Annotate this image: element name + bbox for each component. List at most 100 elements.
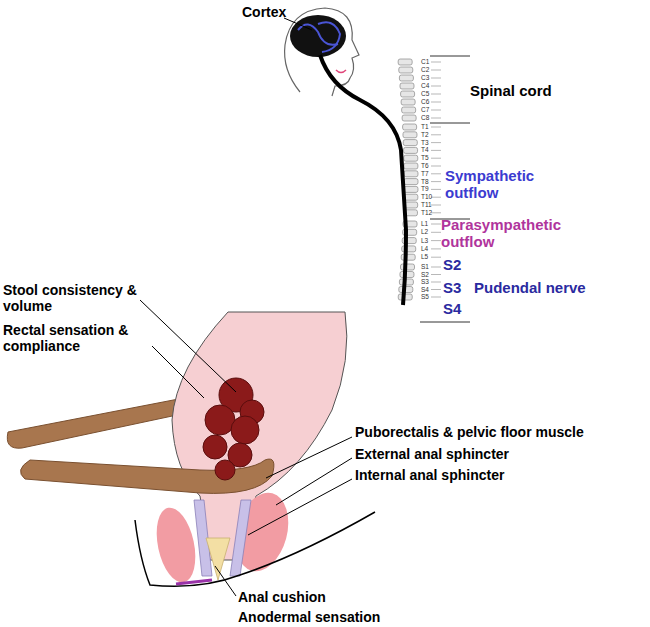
- vertebra-label: C4: [421, 82, 429, 89]
- level-tick: [431, 224, 441, 225]
- vertebra: [398, 59, 412, 65]
- vertebra-label: C6: [421, 98, 429, 105]
- level-tick: [431, 282, 441, 283]
- leader-line: [140, 300, 236, 392]
- leader-line: [266, 437, 352, 478]
- level-tick: [431, 94, 441, 95]
- vertebra-label: T3: [421, 139, 429, 146]
- vertebra-label: T10: [421, 193, 432, 200]
- vertebra-label: T11: [421, 201, 432, 208]
- level-tick: [431, 158, 441, 159]
- vertebra-label: S2: [421, 271, 429, 278]
- level-tick: [431, 289, 441, 290]
- anal-cushion: [206, 538, 230, 580]
- level-tick: [431, 142, 441, 143]
- vertebra-label: T6: [421, 162, 429, 169]
- vertebra: [400, 83, 414, 89]
- vertebra-label: T1: [421, 123, 429, 130]
- part-label: Anal cushion: [238, 589, 326, 605]
- vertebra: [403, 132, 417, 138]
- level-tick: [431, 62, 441, 63]
- vertebra-label: L3: [421, 237, 428, 244]
- part-label: Parasympathetic outflow: [441, 216, 576, 251]
- leader-line: [284, 18, 312, 30]
- stool: [203, 378, 264, 480]
- part-label: S4: [443, 300, 461, 317]
- separator-line: [430, 56, 470, 57]
- separator-line: [420, 322, 470, 323]
- vertebra: [401, 264, 415, 270]
- level-tick: [431, 181, 441, 182]
- external-sphincter: [150, 504, 201, 586]
- vertebra-label: C1: [421, 58, 429, 65]
- part-label: Internal anal sphincter: [355, 467, 504, 483]
- vertebra: [404, 163, 418, 169]
- part-label: Spinal cord: [470, 82, 552, 99]
- vertebra: [404, 155, 418, 161]
- part-label: Sympathetic outflow: [445, 167, 570, 202]
- spinal-cord: [320, 55, 406, 305]
- level-tick: [431, 166, 441, 167]
- level-tick: [431, 274, 441, 275]
- vertebra-label: L1: [421, 220, 428, 227]
- vertebra: [404, 171, 418, 177]
- vertebra: [403, 124, 417, 130]
- vertebra: [399, 67, 413, 73]
- external-sphincter: [227, 487, 296, 577]
- level-tick: [431, 118, 441, 119]
- vertebra: [404, 147, 418, 153]
- level-tick: [431, 102, 441, 103]
- level-tick: [431, 297, 441, 298]
- stool-lump: [205, 405, 235, 435]
- level-tick: [431, 150, 441, 151]
- separator-line: [430, 123, 470, 124]
- part-label: Pudendal nerve: [474, 279, 586, 296]
- brain: [290, 15, 346, 57]
- level-tick: [431, 110, 441, 111]
- vertebra: [402, 107, 416, 113]
- vertebra-label: C8: [421, 114, 429, 121]
- anoderm: [176, 580, 212, 584]
- level-tick: [431, 173, 441, 174]
- vertebra-label: C7: [421, 106, 429, 113]
- vertebra-label: T7: [421, 170, 429, 177]
- stool-lump: [203, 435, 227, 459]
- level-tick: [431, 127, 441, 128]
- part-label: Rectal sensation & compliance: [3, 322, 183, 354]
- vertebra-label: T12: [421, 209, 432, 216]
- level-tick: [431, 248, 441, 249]
- vertebra-label: C3: [421, 74, 429, 81]
- leader-line: [215, 566, 236, 596]
- brain-gyrus: [318, 22, 340, 52]
- internal-sphincter: [230, 500, 251, 576]
- vertebra: [403, 140, 417, 146]
- part-label: S2: [443, 256, 461, 273]
- part-label: External anal sphincter: [355, 446, 509, 462]
- level-tick: [431, 86, 441, 87]
- vertebra-label: S5: [421, 293, 429, 300]
- level-tick: [431, 134, 441, 135]
- leader-lines: [140, 300, 352, 596]
- vertebra: [401, 91, 415, 97]
- vertebra-label: C2: [421, 66, 429, 73]
- vertebra: [402, 115, 416, 121]
- level-tick: [431, 240, 441, 241]
- vertebra: [399, 75, 413, 81]
- level-tick: [431, 232, 441, 233]
- stool-lump: [215, 460, 235, 480]
- head-outline: [285, 8, 359, 96]
- vertebra: [401, 254, 415, 260]
- level-tick: [431, 78, 441, 79]
- part-label: Cortex: [242, 4, 286, 20]
- vertebra-label: L2: [421, 228, 428, 235]
- level-tick: [431, 267, 441, 268]
- level-tick: [431, 212, 441, 213]
- level-tick: [431, 257, 441, 258]
- vertebra-label: L4: [421, 245, 428, 252]
- vertebra-label: S4: [421, 286, 429, 293]
- skin-outline: [135, 512, 375, 586]
- vertebra-label: L5: [421, 253, 428, 260]
- vertebra-label: S1: [421, 263, 429, 270]
- brain-gyrus: [298, 24, 338, 44]
